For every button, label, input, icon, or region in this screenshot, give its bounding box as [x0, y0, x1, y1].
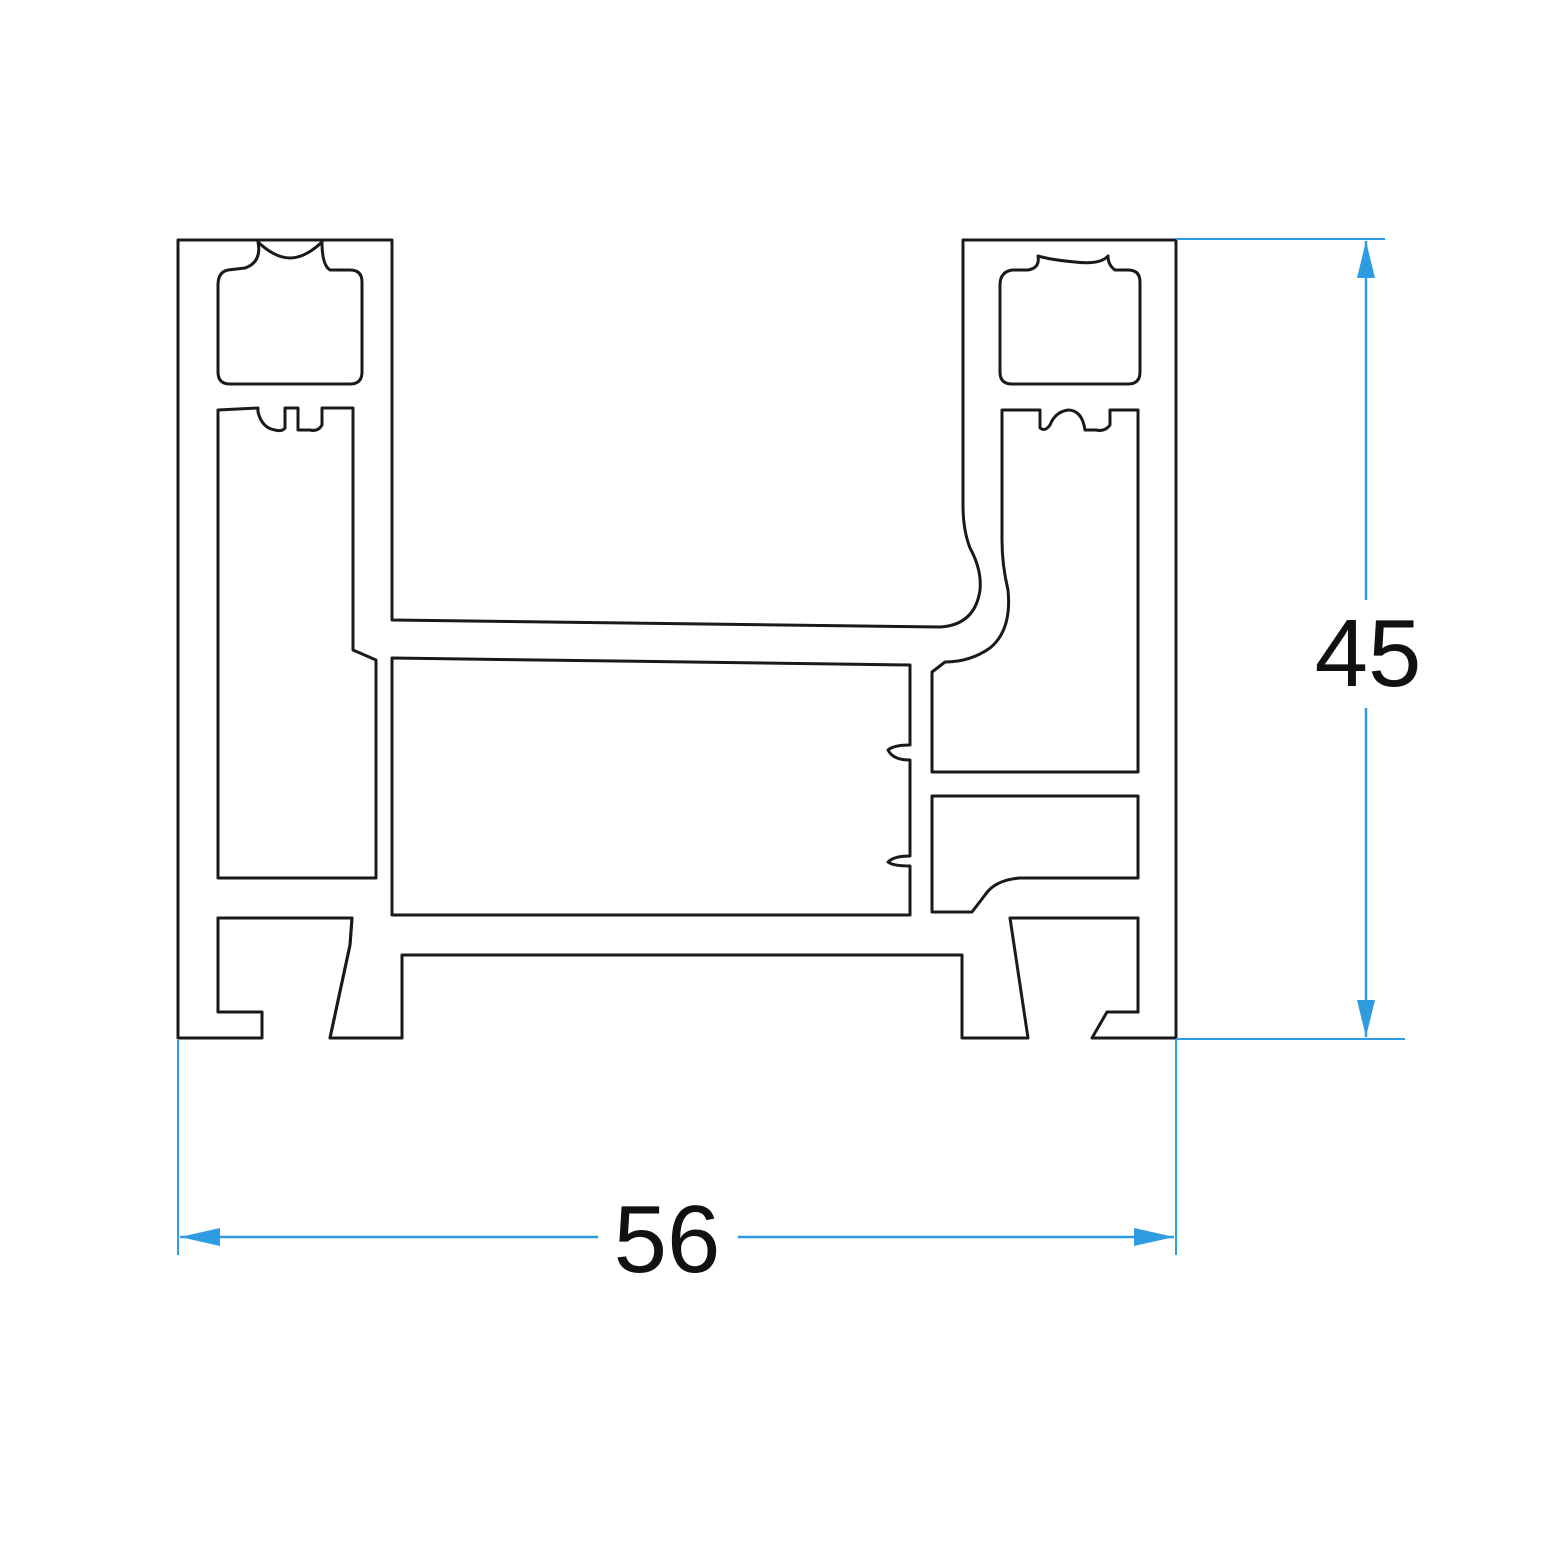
- outer-contour: [176, 238, 1178, 1040]
- left-top-chamber: [216, 240, 364, 386]
- center-chamber: [390, 656, 912, 917]
- width-arrow-left: [180, 1228, 220, 1246]
- dimension-width: 56: [177, 1040, 1177, 1293]
- profile-outline: [176, 238, 1178, 1040]
- right-lower-chamber: [930, 794, 1140, 914]
- left-column: [216, 240, 378, 880]
- left-middle-chamber: [216, 406, 378, 880]
- left-foot: [216, 916, 354, 1040]
- dimension-height: 45: [1176, 238, 1422, 1040]
- height-arrow-top: [1357, 241, 1375, 278]
- right-top-chamber: [998, 254, 1142, 386]
- right-foot: [1008, 916, 1140, 1014]
- width-arrow-right: [1134, 1228, 1174, 1246]
- right-column: [930, 254, 1142, 914]
- height-dimension-label: 45: [1315, 600, 1422, 707]
- bottom-feet: [216, 916, 1140, 1040]
- height-arrow-bottom: [1357, 1000, 1375, 1037]
- width-dimension-label: 56: [614, 1186, 721, 1293]
- center-main-chamber: [390, 656, 912, 917]
- right-middle-chamber: [930, 408, 1140, 774]
